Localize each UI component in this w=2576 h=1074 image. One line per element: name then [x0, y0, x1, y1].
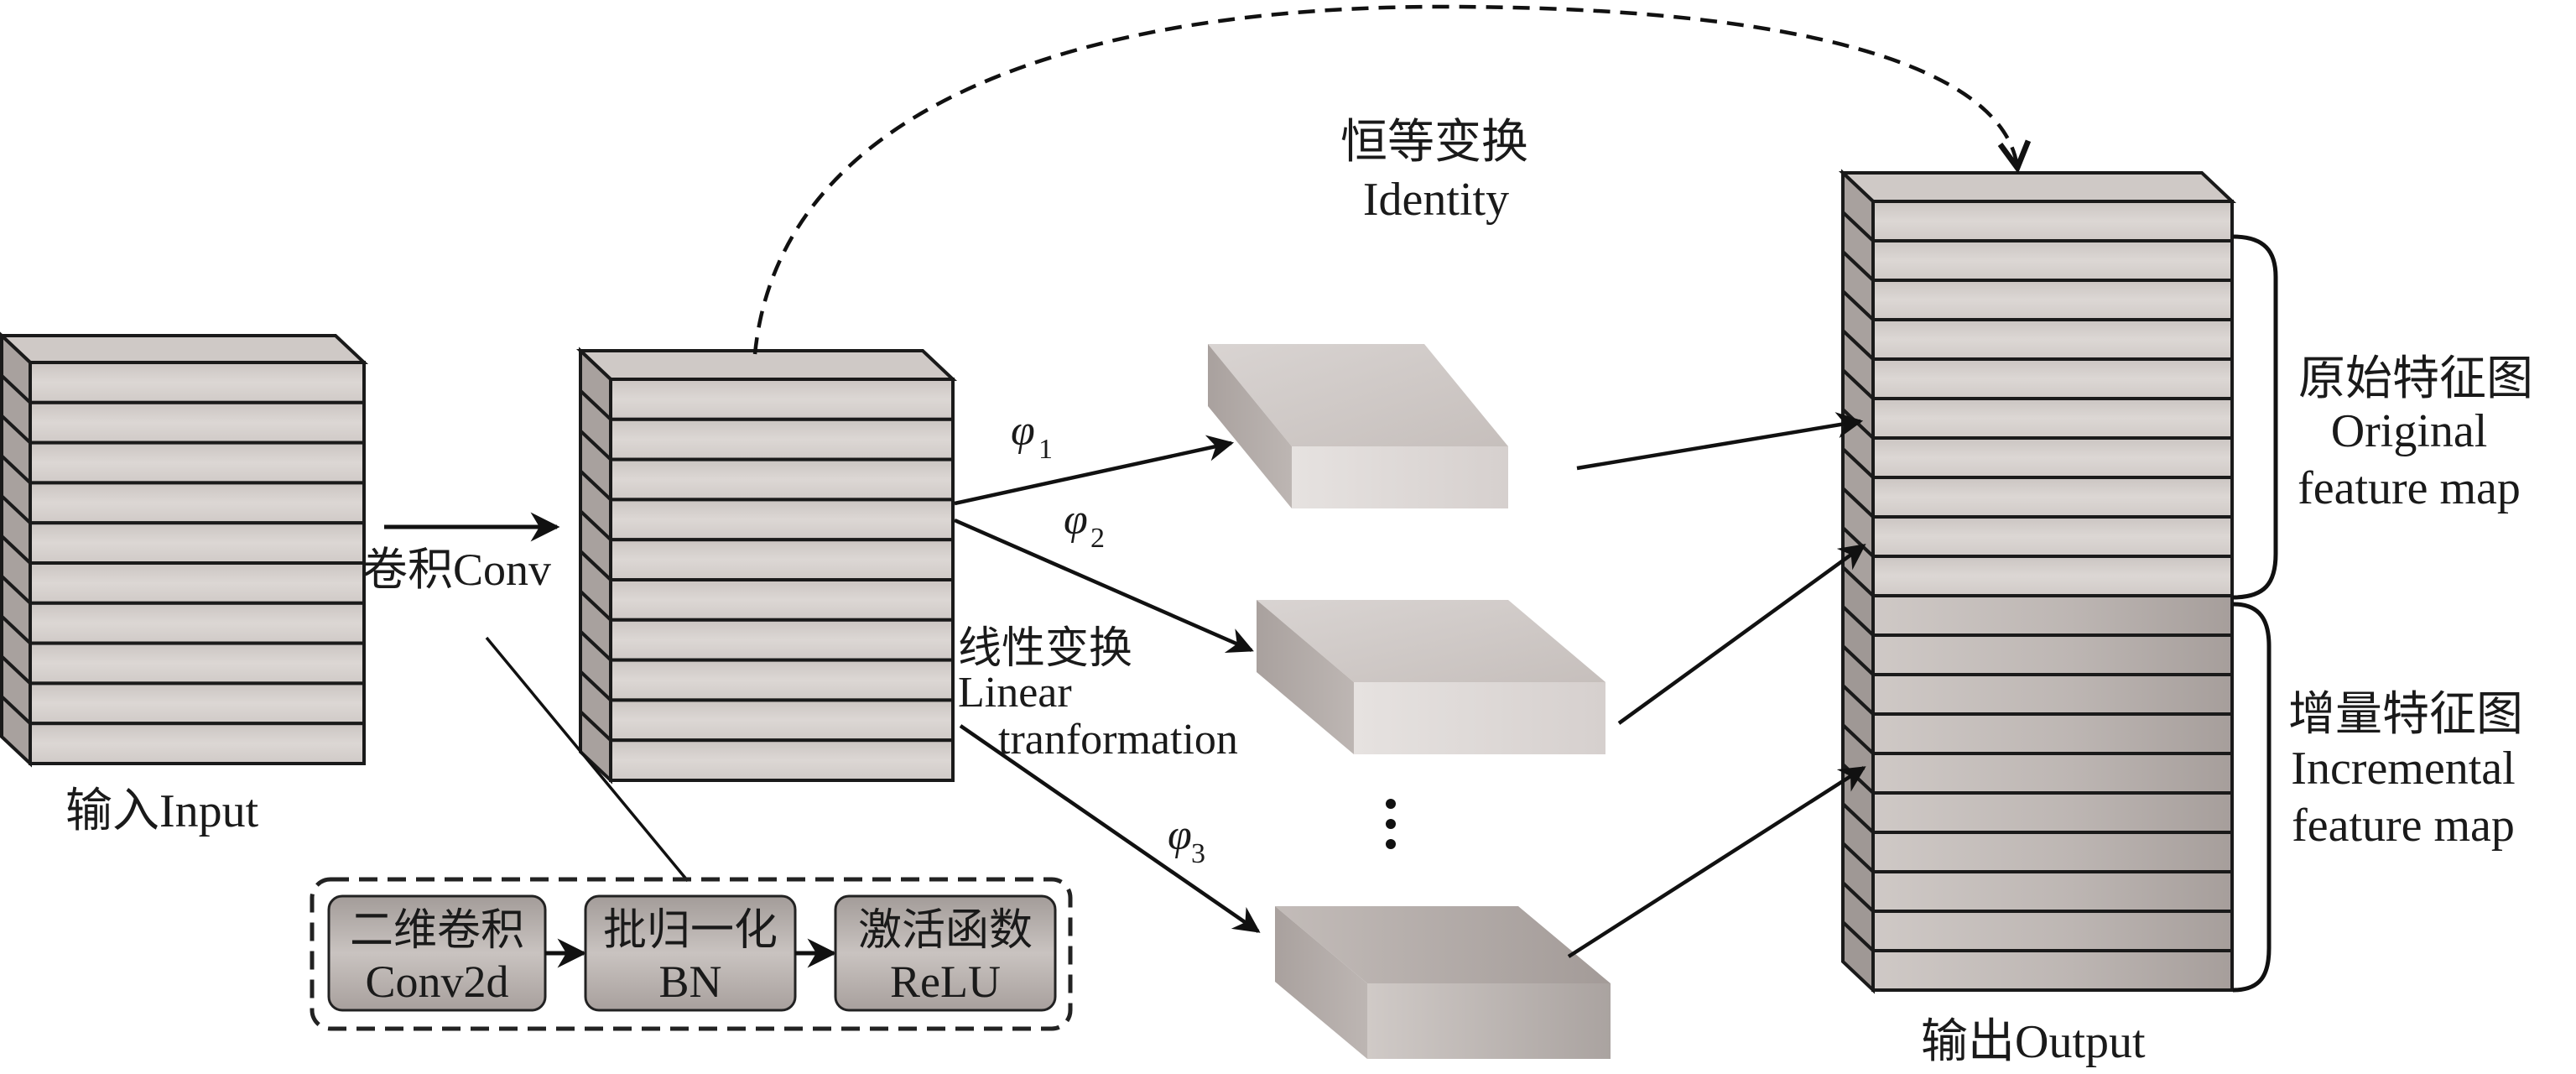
conv-detail-dashed-border — [310, 877, 1073, 1031]
transformed-feature-slab-1 — [1208, 344, 1508, 508]
linear-label-cn: 线性变换 — [958, 623, 1132, 674]
stack-top-face — [0, 334, 369, 364]
stack-top-face — [575, 349, 958, 381]
identity-skip-arc — [752, 4, 2017, 355]
conv-output-layer — [579, 387, 955, 464]
conv-output-layer — [579, 547, 955, 624]
svg-text:φ: φ — [1064, 496, 1088, 544]
input-layer — [0, 411, 366, 487]
slab1-to-output-arrow — [1576, 412, 1864, 471]
phi1-arrow — [954, 435, 1235, 506]
identity-label-cn: 恒等变换 — [1340, 115, 1528, 169]
transformed-feature-slab-2 — [1257, 600, 1605, 754]
incremental-label-en2: feature map — [2292, 800, 2515, 852]
output-incremental-layer — [1841, 681, 2234, 758]
input-label: 输入Input — [65, 785, 259, 837]
conv-output-layer — [579, 627, 955, 705]
original-label-en2: feature map — [2298, 462, 2521, 514]
output-label: 输出Output — [1921, 1016, 2146, 1068]
conv-step-cn: 批归一化 — [603, 905, 778, 956]
conv-output-layer — [579, 667, 955, 744]
svg-text:3: 3 — [1191, 838, 1205, 869]
phi2-arrow — [954, 518, 1254, 654]
conv-step-cn: 激活函数 — [858, 905, 1033, 956]
phi2-label: φ 2 — [1064, 496, 1105, 554]
ellipsis-icon — [1386, 799, 1396, 849]
conv-detail-connector — [485, 636, 690, 883]
output-original-layer — [1841, 445, 2234, 521]
phi1-label: φ 1 — [1011, 407, 1053, 465]
conv-output-layer — [579, 587, 955, 665]
conv-output-layer — [579, 426, 955, 504]
slab3-to-output-arrow — [1567, 766, 1866, 958]
conv-step-en: BN — [658, 957, 721, 1007]
output-incremental-layer — [1841, 918, 2234, 994]
slab2-to-output-arrow — [1617, 544, 1866, 725]
svg-text:φ: φ — [1011, 407, 1035, 455]
incremental-label-en1: Incremental — [2291, 743, 2515, 795]
conv-output-feature-stack — [575, 347, 958, 785]
input-feature-stack — [0, 331, 369, 768]
output-incremental-layer — [1841, 563, 2234, 639]
svg-text:φ: φ — [1168, 811, 1192, 859]
output-incremental-layer — [1841, 642, 2234, 718]
original-group-brace — [2232, 234, 2278, 600]
svg-text:1: 1 — [1038, 434, 1053, 465]
input-layer — [0, 492, 366, 567]
conv-step-en: ReLU — [890, 957, 1001, 1007]
svg-text:2: 2 — [1090, 523, 1105, 554]
identity-label-en: Identity — [1363, 174, 1509, 226]
original-label-en1: Original — [2331, 405, 2488, 457]
conv-output-layer — [579, 707, 955, 785]
output-original-layer — [1841, 484, 2234, 560]
linear-label-en2: tranformation — [998, 716, 1238, 764]
input-layer — [0, 331, 366, 407]
stack-top-face — [1838, 171, 2237, 203]
phi3-arrow — [959, 724, 1261, 933]
input-layer — [0, 692, 366, 768]
input-layer — [0, 652, 366, 727]
conv-step-cn: 二维卷积 — [350, 905, 524, 956]
incremental-label-cn: 增量特征图 — [2288, 687, 2523, 742]
linear-label-en1: Linear — [958, 669, 1072, 717]
transformed-feature-slab-3 — [1275, 906, 1611, 1059]
output-original-layer — [1841, 169, 2234, 245]
input-layer — [0, 451, 366, 527]
incremental-group-brace — [2232, 602, 2272, 993]
conv-label: 卷积Conv — [362, 545, 551, 595]
phi3-label: φ 3 — [1168, 811, 1205, 869]
output-feature-stack — [1838, 169, 2237, 994]
conv-output-layer — [579, 347, 955, 424]
input-layer — [0, 572, 366, 648]
conv-output-layer — [579, 467, 955, 544]
original-label-cn: 原始特征图 — [2298, 352, 2533, 406]
conv-step-en: Conv2d — [365, 957, 508, 1007]
